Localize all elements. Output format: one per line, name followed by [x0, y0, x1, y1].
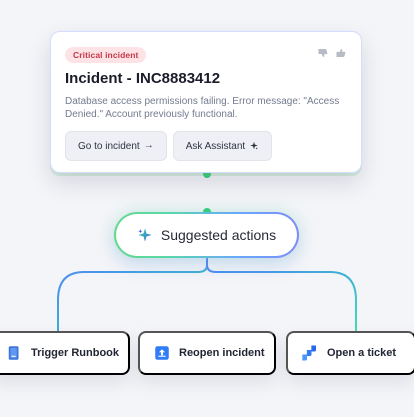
feedback-controls [317, 47, 347, 59]
ask-assistant-label: Ask Assistant [185, 140, 246, 152]
trigger-runbook-button[interactable]: Trigger Runbook [0, 331, 130, 375]
connector-right-branch [206, 258, 357, 332]
go-to-incident-button[interactable]: Go to incident → [65, 131, 167, 161]
upload-icon [153, 344, 171, 362]
book-icon [5, 344, 23, 362]
ask-assistant-button[interactable]: Ask Assistant [172, 131, 273, 161]
reopen-incident-label: Reopen incident [179, 347, 265, 359]
suggested-actions-label: Suggested actions [160, 227, 277, 243]
connector-node-bottom [203, 208, 211, 216]
reopen-incident-button[interactable]: Reopen incident [138, 331, 276, 375]
incident-title: Incident - INC8883412 [65, 70, 221, 87]
sparkle-icon [138, 228, 152, 242]
sparkle-icon [250, 141, 258, 150]
trigger-runbook-label: Trigger Runbook [31, 347, 119, 359]
incident-card[interactable]: Critical incident Incident - INC8883412 … [50, 31, 362, 173]
open-a-ticket-label: Open a ticket [327, 347, 397, 359]
critical-incident-badge: Critical incident [65, 47, 147, 63]
jira-icon [301, 344, 319, 362]
incident-actions: Go to incident → Ask Assistant [65, 131, 273, 161]
suggested-actions-button[interactable]: Suggested actions [114, 212, 299, 258]
incident-description: Database access permissions failing. Err… [65, 96, 340, 120]
thumbs-up-icon[interactable] [335, 47, 347, 59]
go-to-incident-label: Go to incident [78, 140, 140, 152]
open-a-ticket-button[interactable]: Open a ticket [286, 331, 414, 375]
connector-left-branch [57, 258, 208, 332]
arrow-right-icon: → [143, 140, 154, 151]
thumbs-down-icon[interactable] [317, 47, 329, 59]
